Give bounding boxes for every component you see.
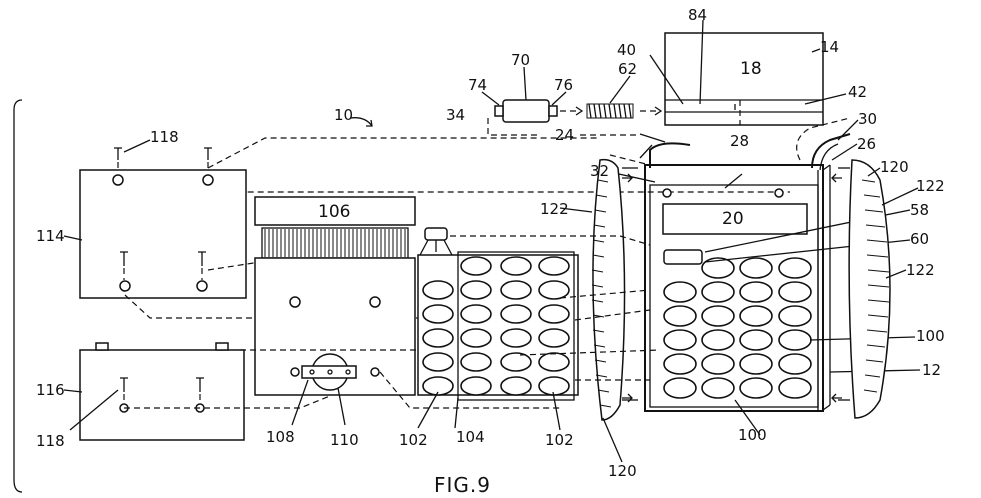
ref-120-top: 120 xyxy=(880,158,909,176)
ref-122-left: 122 xyxy=(540,200,569,218)
ref-20: 20 xyxy=(722,209,744,229)
ref-60: 60 xyxy=(910,230,929,248)
ref-108: 108 xyxy=(266,428,295,446)
ref-122-right: 122 xyxy=(906,261,935,279)
cover-clip-26 xyxy=(812,134,850,168)
ref-102-left: 102 xyxy=(399,431,428,449)
right-grip-120 xyxy=(838,160,890,418)
left-bracket xyxy=(14,100,22,492)
ref-18: 18 xyxy=(740,59,762,79)
figure-caption: FIG.9 xyxy=(434,473,491,497)
ref-58: 58 xyxy=(910,201,929,219)
battery-door-116 xyxy=(80,343,244,440)
ref-10: 10 xyxy=(334,106,353,124)
ref-120-bottom: 120 xyxy=(608,462,637,480)
ref-102-right: 102 xyxy=(545,431,574,449)
ref-116: 116 xyxy=(36,381,65,399)
ref-12: 12 xyxy=(922,361,941,379)
ref-28: 28 xyxy=(730,132,749,150)
ref-14: 14 xyxy=(820,38,839,56)
display-housing-14 xyxy=(665,33,823,125)
battery-70 xyxy=(495,100,557,122)
ref-24: 24 xyxy=(555,126,574,144)
ref-74: 74 xyxy=(468,76,487,94)
ref-118-bottom: 118 xyxy=(36,432,65,450)
ref-62: 62 xyxy=(618,60,637,78)
ref-110: 110 xyxy=(330,431,359,449)
ref-32: 32 xyxy=(590,162,609,180)
ref-106: 106 xyxy=(318,202,350,222)
back-panel-114 xyxy=(80,170,246,298)
ref-122-top-right: 122 xyxy=(916,177,945,195)
ref-100-bottom: 100 xyxy=(738,426,767,444)
ref-42: 42 xyxy=(848,83,867,101)
calculator-keys-100 xyxy=(664,258,811,398)
spring-62 xyxy=(587,104,633,118)
ref-100-right: 100 xyxy=(916,327,945,345)
ref-118-top: 118 xyxy=(150,128,179,146)
ref-70: 70 xyxy=(511,51,530,69)
ref-26: 26 xyxy=(857,135,876,153)
ref-34: 34 xyxy=(446,106,465,124)
ref-104: 104 xyxy=(456,428,485,446)
ref-84: 84 xyxy=(688,6,707,24)
ref-114: 114 xyxy=(36,227,65,245)
ref-30: 30 xyxy=(858,110,877,128)
component-clip xyxy=(420,228,452,255)
ref-76: 76 xyxy=(554,76,573,94)
ref-40: 40 xyxy=(617,41,636,59)
left-grip-120 xyxy=(592,160,638,420)
